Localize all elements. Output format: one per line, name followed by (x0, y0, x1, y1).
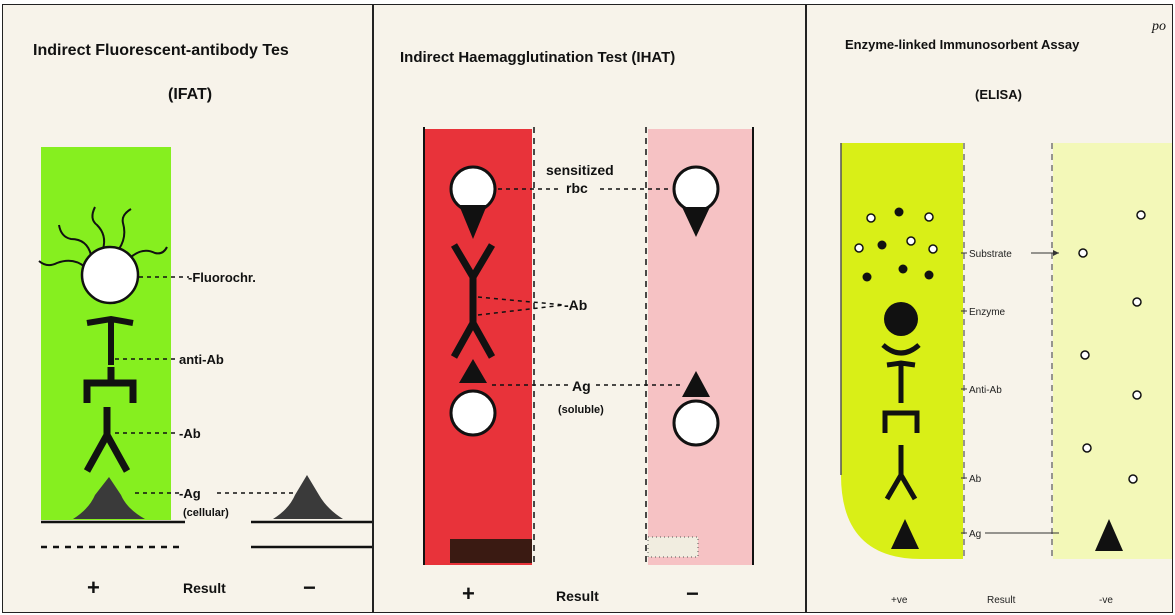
ifat-abbrev: (IFAT) (168, 86, 212, 103)
elisa-title: Enzyme-linked Immunosorbent Assay (845, 37, 1080, 52)
elisa-label-substrate: Substrate (969, 249, 1012, 260)
ihat-label-ag-note: (soluble) (558, 404, 604, 416)
elisa-label-anti-ab: Anti-Ab (969, 385, 1002, 396)
ihat-label-ab: -Ab (564, 297, 587, 313)
rbc-top-positive (451, 167, 495, 211)
ihat-result-label: Result (556, 588, 599, 604)
ihat-label-ag: Ag (572, 378, 591, 394)
elisa-enzyme (884, 302, 918, 336)
label-anti-ab: anti-Ab (179, 352, 224, 367)
label-ag-note: (cellular) (183, 507, 229, 519)
elisa-diagram: Enzyme-linked Immunosorbent Assay (ELISA… (807, 5, 1173, 613)
elisa-abbrev: (ELISA) (975, 87, 1022, 102)
ihat-title: Indirect Haemagglutination Test (IHAT) (400, 49, 675, 66)
ifat-title: Indirect Fluorescent-antibody Tes (33, 42, 289, 59)
elisa-result-negative: -ve (1099, 595, 1113, 606)
elisa-result-positive: +ve (891, 595, 908, 606)
ihat-result-positive: + (462, 581, 475, 606)
label-fluorochrome: -Fluorochr. (188, 270, 256, 285)
ihat-panel: Indirect Haemagglutination Test (IHAT) s (373, 4, 806, 613)
ifat-diagram: Indirect Fluorescent-antibody Tes (IFAT) (3, 5, 373, 613)
ifat-positive-panel (41, 147, 171, 520)
ifat-panel: Indirect Fluorescent-antibody Tes (IFAT) (2, 4, 373, 613)
elisa-label-enzyme: Enzyme (969, 307, 1006, 318)
elisa-negative-tube (1053, 143, 1173, 559)
elisa-panel: po Enzyme-linked Immunosorbent Assay (EL… (806, 4, 1173, 613)
label-ag: -Ag (179, 486, 201, 501)
ifat-result-label: Result (183, 580, 226, 596)
ihat-sediment-negative (648, 537, 698, 557)
ihat-label-sensitized: sensitized (546, 162, 614, 178)
ihat-result-negative: − (686, 581, 699, 606)
label-ab: -Ab (179, 426, 201, 441)
ifat-result-negative: − (303, 575, 316, 600)
rbc-top-negative (674, 167, 718, 211)
fluorochrome-circle (82, 247, 138, 303)
rbc-bottom-negative (674, 401, 718, 445)
ihat-diagram: Indirect Haemagglutination Test (IHAT) s (374, 5, 806, 613)
ihat-label-rbc: rbc (566, 180, 588, 196)
ihat-sediment-positive (450, 539, 532, 563)
ifat-result-positive: + (87, 575, 100, 600)
elisa-label-ab: Ab (969, 474, 982, 485)
antigen-cellular-negative (273, 475, 343, 519)
elisa-label-ag: Ag (969, 529, 981, 540)
rbc-bottom-positive (451, 391, 495, 435)
elisa-result-label: Result (987, 595, 1016, 606)
